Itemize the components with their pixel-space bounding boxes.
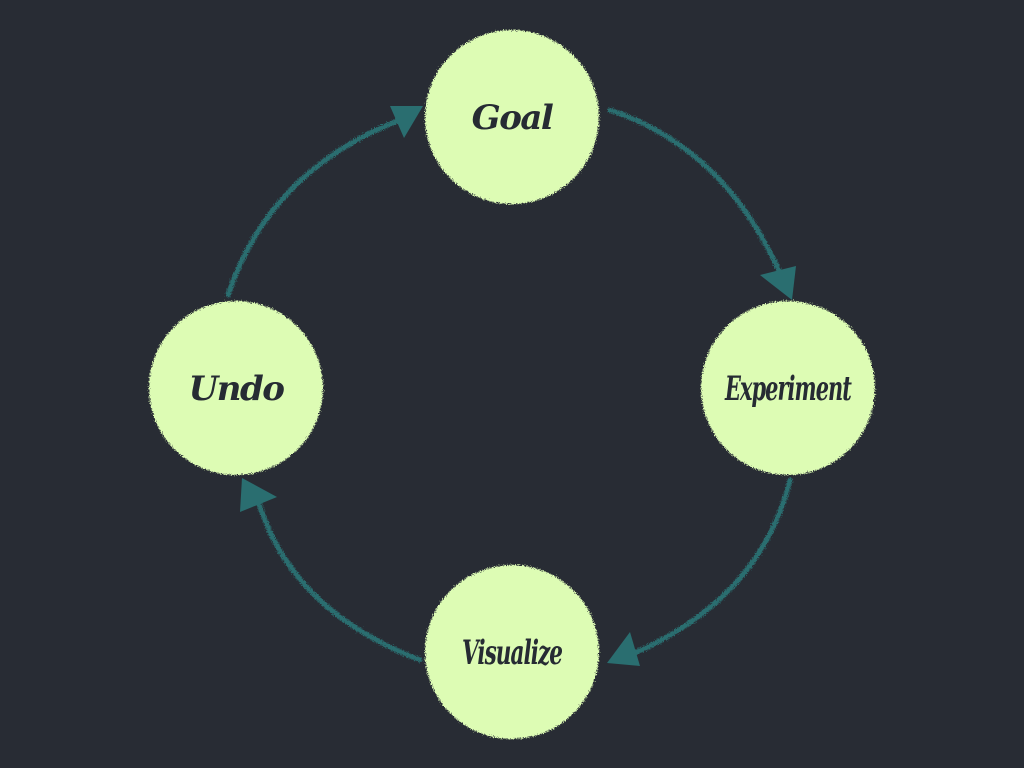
node-undo-circle xyxy=(149,301,323,475)
node-experiment: Experiment xyxy=(701,301,875,475)
node-experiment-label: Experiment xyxy=(724,369,852,409)
node-visualize-label: Visualize xyxy=(462,633,563,673)
arrow-line xyxy=(627,477,793,658)
node-goal-circle xyxy=(425,30,599,204)
edge-experiment-to-visualize xyxy=(607,477,793,666)
edge-undo-to-goal xyxy=(225,106,423,298)
node-visualize-circle xyxy=(425,565,599,739)
node-goal: Goal xyxy=(425,30,599,204)
node-undo-label: Undo xyxy=(189,369,285,409)
edge-goal-to-experiment xyxy=(607,107,796,300)
arrowhead xyxy=(607,632,640,666)
arrowhead xyxy=(390,106,423,138)
node-undo: Undo xyxy=(149,301,323,475)
node-experiment-circle xyxy=(701,301,875,475)
arrow-line xyxy=(225,117,403,298)
node-visualize: Visualize xyxy=(425,565,599,739)
edge-visualize-to-undo xyxy=(240,478,423,663)
arrowhead xyxy=(760,266,796,300)
arrowhead xyxy=(240,478,277,512)
arrow-line xyxy=(255,497,423,663)
node-goal-label: Goal xyxy=(472,98,554,138)
arrow-line xyxy=(607,107,788,288)
